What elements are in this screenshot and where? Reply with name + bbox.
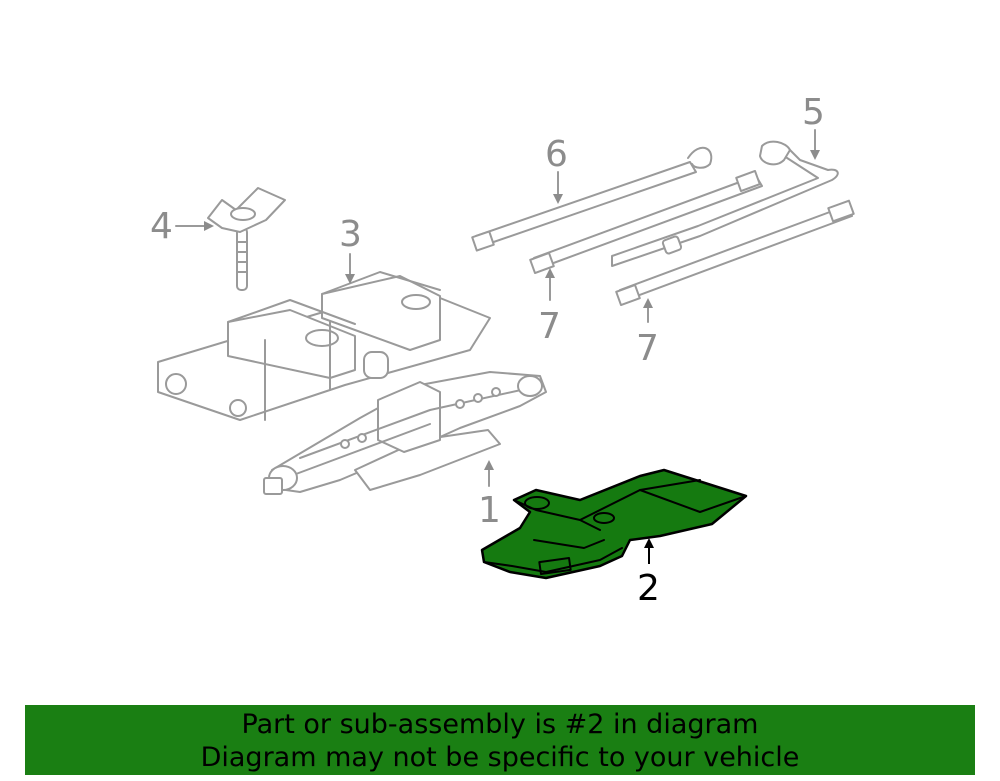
callout-3: 3 [339, 214, 362, 284]
callout-6-label: 6 [545, 134, 568, 175]
part-3-jack-holder [157, 271, 491, 421]
callout-1: 1 [478, 460, 501, 531]
callout-6: 6 [545, 134, 568, 204]
callout-7-b: 7 [636, 298, 659, 369]
banner-line-1: Part or sub-assembly is #2 in diagram [241, 709, 759, 740]
callout-2-label: 2 [637, 568, 660, 609]
callout-5-label: 5 [802, 92, 825, 133]
info-banner: Part or sub-assembly is #2 in diagram Di… [25, 705, 975, 775]
callout-7a-label: 7 [538, 306, 561, 347]
part-2-jack-tray [480, 468, 748, 580]
banner-line-2: Diagram may not be specific to your vehi… [200, 742, 800, 773]
part-1-scissor-jack [263, 371, 547, 495]
callout-4-label: 4 [150, 206, 173, 247]
callout-5: 5 [802, 92, 825, 160]
part-6-extension-rod [471, 146, 713, 252]
callout-7b-label: 7 [636, 328, 659, 369]
part-4-wing-bolt [207, 187, 286, 291]
callout-1-label: 1 [478, 490, 501, 531]
part-7-rod-a [529, 170, 763, 274]
callout-2: 2 [637, 538, 660, 609]
callout-4: 4 [150, 206, 214, 247]
part-7-rod-b [615, 199, 855, 306]
part-5-lug-wrench [611, 140, 839, 267]
callout-7-a: 7 [538, 268, 561, 347]
parts-diagram: 4 3 6 5 7 7 1 2 [150, 92, 855, 609]
callout-3-label: 3 [339, 214, 362, 255]
